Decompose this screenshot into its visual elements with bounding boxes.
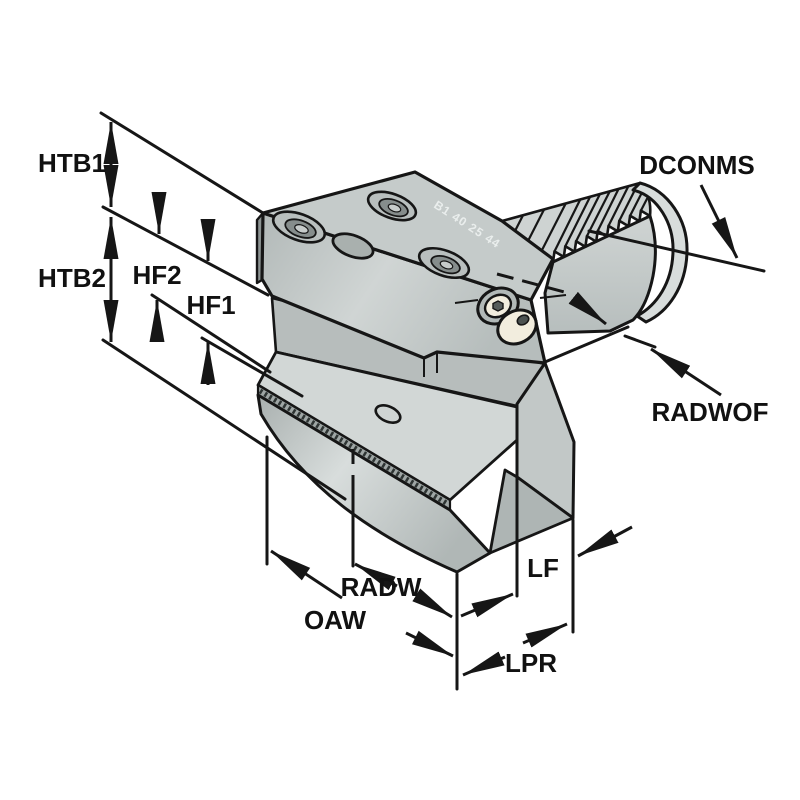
countersunk-hole	[417, 246, 471, 280]
hex-socket	[492, 300, 504, 312]
dconms-leader-arrow	[699, 184, 739, 259]
label-htb1: HTB1	[38, 148, 106, 178]
ext-line-top-of-part	[99, 111, 265, 215]
oaw-arrow-right	[405, 630, 454, 658]
upper-block: B1 40 25 44	[255, 170, 555, 377]
lpr-arrow-left	[462, 651, 506, 677]
dimension-labels: HTB1 HTB2 HF2 HF1 DCONMS RADWOF RADW OAW…	[38, 148, 768, 678]
ext-line-ledge-top	[150, 293, 272, 374]
label-lf: LF	[527, 553, 559, 583]
lf-arrow-right	[577, 525, 633, 558]
label-hf2: HF2	[132, 260, 181, 290]
dimension-arrows	[103, 122, 739, 677]
ext-line-clamp-underside	[101, 205, 270, 297]
toolholder-part: B1 40 25 44	[255, 170, 689, 574]
countersunk-hole	[271, 210, 327, 244]
shank-end-cap-rim	[631, 181, 689, 324]
label-lpr: LPR	[505, 648, 557, 678]
clamp-mechanism	[454, 286, 567, 346]
radw-arrow-right	[412, 588, 453, 619]
shank-centerline	[496, 272, 573, 296]
ledge-hole	[374, 404, 402, 424]
ext-line-part-bottom	[101, 338, 347, 501]
label-radwof: RADWOF	[652, 397, 769, 427]
axis-to-face-arrow	[568, 291, 607, 326]
label-hf1: HF1	[186, 290, 235, 320]
extension-lines	[99, 111, 766, 691]
label-dconms: DCONMS	[639, 150, 755, 180]
ext-line-shank-top-tangent	[587, 229, 766, 273]
lpr-arrow-right	[522, 622, 568, 648]
radwof-leader-arrow	[650, 347, 722, 397]
ext-line-shank-bottom-tangent	[623, 334, 657, 349]
knurl-texture	[258, 388, 450, 507]
label-htb2: HTB2	[38, 263, 106, 293]
lower-block-right-face	[515, 361, 576, 520]
upper-block-top-face	[261, 170, 555, 302]
label-radw: RADW	[341, 572, 422, 602]
label-oaw: OAW	[304, 605, 367, 635]
upper-block-front-face	[260, 211, 547, 365]
ext-line-right-face	[543, 325, 630, 364]
clamp-finger-hole	[516, 314, 530, 326]
lf-arrow-left	[460, 592, 514, 618]
dimension-annotations: HTB1 HTB2 HF2 HF1 DCONMS RADWOF RADW OAW…	[38, 111, 768, 691]
ext-line-lower-seat	[200, 336, 304, 398]
radw-arrow-left	[354, 562, 398, 591]
plain-hole	[331, 232, 375, 260]
seam-line-right	[539, 294, 567, 299]
countersunk-hole	[366, 190, 418, 222]
seam-line-left	[454, 299, 479, 304]
oaw-arrow-left	[270, 549, 343, 600]
